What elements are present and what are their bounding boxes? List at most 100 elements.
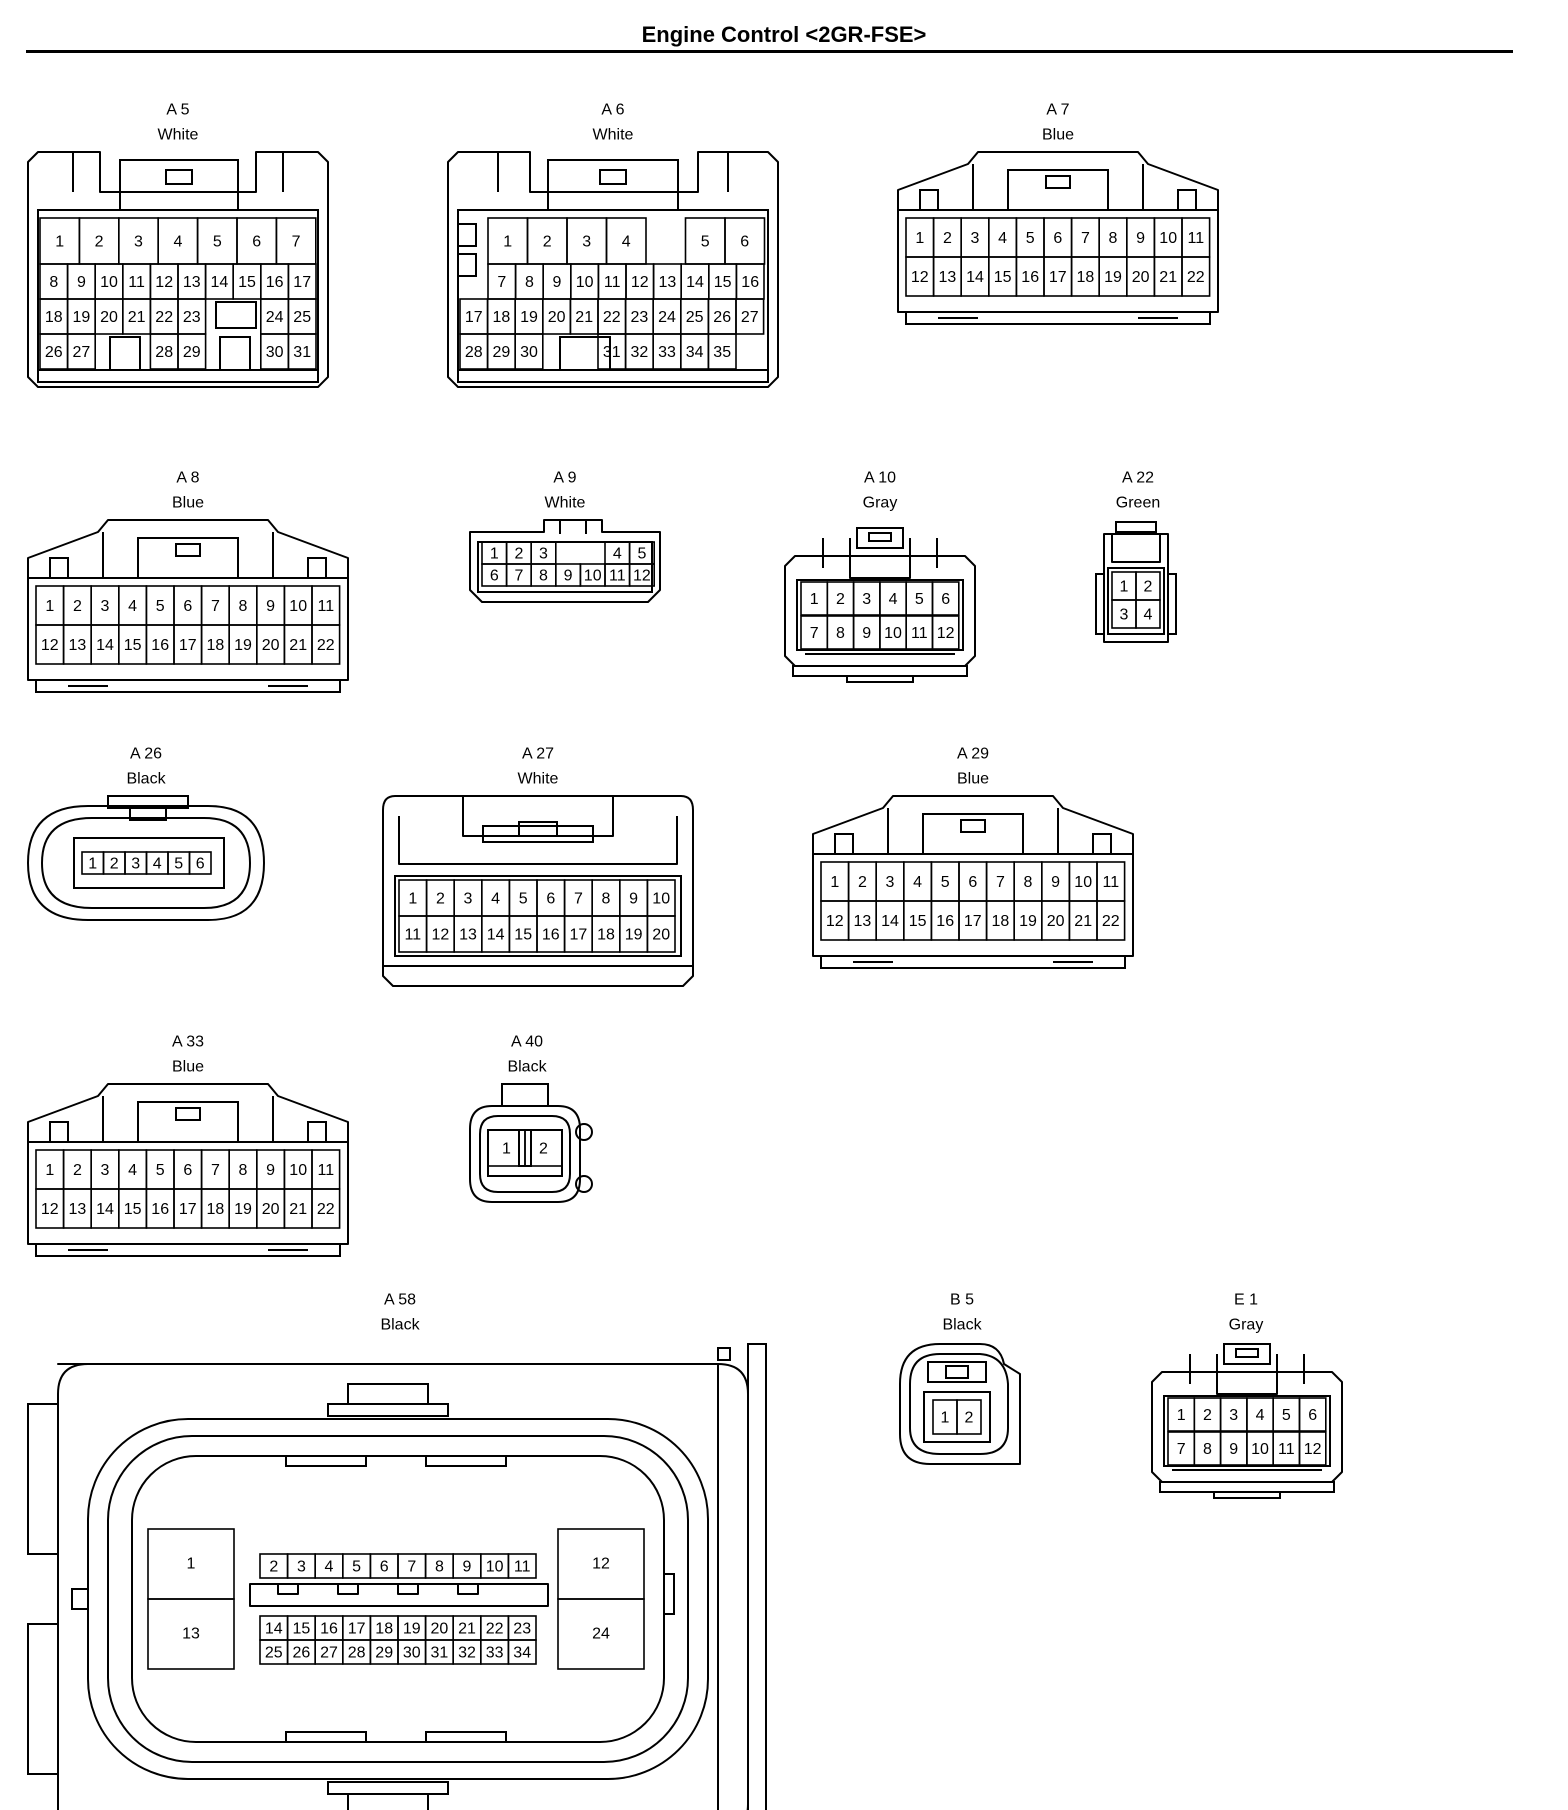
pin-label: 21 (289, 637, 307, 654)
pin-label: 8 (435, 1559, 444, 1576)
pin-label: 2 (965, 1410, 974, 1427)
pin-label: 1 (503, 234, 512, 251)
pin-label: 4 (128, 598, 137, 615)
pin-label: 17 (465, 309, 483, 326)
connector-color: White (518, 771, 559, 788)
pin-label: 8 (1109, 230, 1118, 247)
pin-label: 1 (915, 230, 924, 247)
pin-label: 9 (564, 568, 573, 585)
pin-label: 2 (543, 234, 552, 251)
pin-label: 2 (514, 546, 523, 563)
pin-label: 8 (49, 274, 58, 291)
pin-label: 6 (183, 1162, 192, 1179)
pin-label: 17 (179, 1201, 197, 1218)
pin-label: 3 (134, 234, 143, 251)
pin-label: 3 (101, 598, 110, 615)
pin-label: 21 (128, 309, 146, 326)
connector-id: E 1 (1234, 1292, 1258, 1309)
pin-label: 2 (73, 1162, 82, 1179)
connector-color: White (545, 495, 586, 512)
pin-label: 18 (207, 637, 225, 654)
pin-label: 5 (156, 598, 165, 615)
pin-label: 5 (156, 1162, 165, 1179)
pin-label: 16 (151, 1201, 169, 1218)
pin-label: 8 (602, 891, 611, 908)
pin-label: 25 (686, 309, 704, 326)
pin-label: 20 (262, 1201, 280, 1218)
connector-id: A 9 (553, 470, 576, 487)
connector-id: A 10 (864, 470, 896, 487)
pin-label: 28 (348, 1645, 366, 1662)
pin-label: 18 (992, 913, 1010, 930)
pin-label: 7 (996, 874, 1005, 891)
connector-color: Black (942, 1317, 982, 1334)
pin-cell (188, 851, 212, 875)
connector-color: Green (1116, 495, 1160, 512)
pin-label: 7 (1081, 230, 1090, 247)
pin-label: 3 (1229, 1407, 1238, 1424)
pin-label: 9 (463, 1559, 472, 1576)
pin-label: 29 (493, 344, 511, 361)
pin-label: 25 (293, 309, 311, 326)
pin-label: 11 (1187, 230, 1204, 247)
pin-label: 8 (539, 568, 548, 585)
pin-label: 27 (741, 309, 759, 326)
pin-label: 13 (854, 913, 872, 930)
pin-label: 23 (631, 309, 649, 326)
pin-label: 4 (998, 230, 1007, 247)
pin-label: 2 (858, 874, 867, 891)
pin-label: 21 (575, 309, 593, 326)
pin-label: 12 (41, 637, 59, 654)
pin-label: 13 (183, 274, 201, 291)
connector-id: A 33 (172, 1034, 204, 1051)
pin-label: 4 (173, 234, 182, 251)
pin-label: 21 (1159, 269, 1177, 286)
pin-label: 20 (1132, 269, 1150, 286)
pin-label: 11 (404, 927, 421, 944)
pin-label: 13 (182, 1626, 200, 1643)
pin-label: 22 (317, 637, 335, 654)
connector-id: A 29 (957, 746, 989, 763)
pin-label: 8 (836, 625, 845, 642)
pin-label: 10 (576, 274, 594, 291)
pin-label: 2 (269, 1559, 278, 1576)
page-title: Engine Control <2GR-FSE> (641, 22, 927, 47)
pin-label: 18 (597, 927, 615, 944)
pin-label: 10 (1159, 230, 1177, 247)
pin-label: 1 (408, 891, 417, 908)
pin-label: 6 (1053, 230, 1062, 247)
pin-label: 8 (239, 598, 248, 615)
pin-label: 7 (514, 568, 523, 585)
pin-label: 10 (884, 625, 902, 642)
pin-label: 9 (1051, 874, 1060, 891)
pin-label: 13 (659, 274, 677, 291)
pin-label: 5 (519, 891, 528, 908)
pin-label: 1 (88, 856, 97, 873)
pin-label: 8 (525, 274, 534, 291)
pin-label: 22 (1102, 913, 1120, 930)
connector-id: A 8 (176, 470, 199, 487)
connector-color: Black (507, 1059, 547, 1076)
pin-label: 1 (55, 234, 64, 251)
pin-label: 4 (491, 891, 500, 908)
pin-label: 16 (936, 913, 954, 930)
pin-label: 23 (513, 1621, 531, 1638)
pin-label: 17 (179, 637, 197, 654)
pin-label: 24 (266, 309, 284, 326)
pin-label: 6 (968, 874, 977, 891)
pin-label: 2 (95, 234, 104, 251)
pin-label: 5 (701, 234, 710, 251)
pin-label: 27 (73, 344, 91, 361)
pin-label: 15 (994, 269, 1012, 286)
pin-label: 7 (574, 891, 583, 908)
pin-label: 11 (604, 274, 621, 291)
pin-label: 9 (1136, 230, 1145, 247)
pin-label: 12 (1304, 1441, 1322, 1458)
